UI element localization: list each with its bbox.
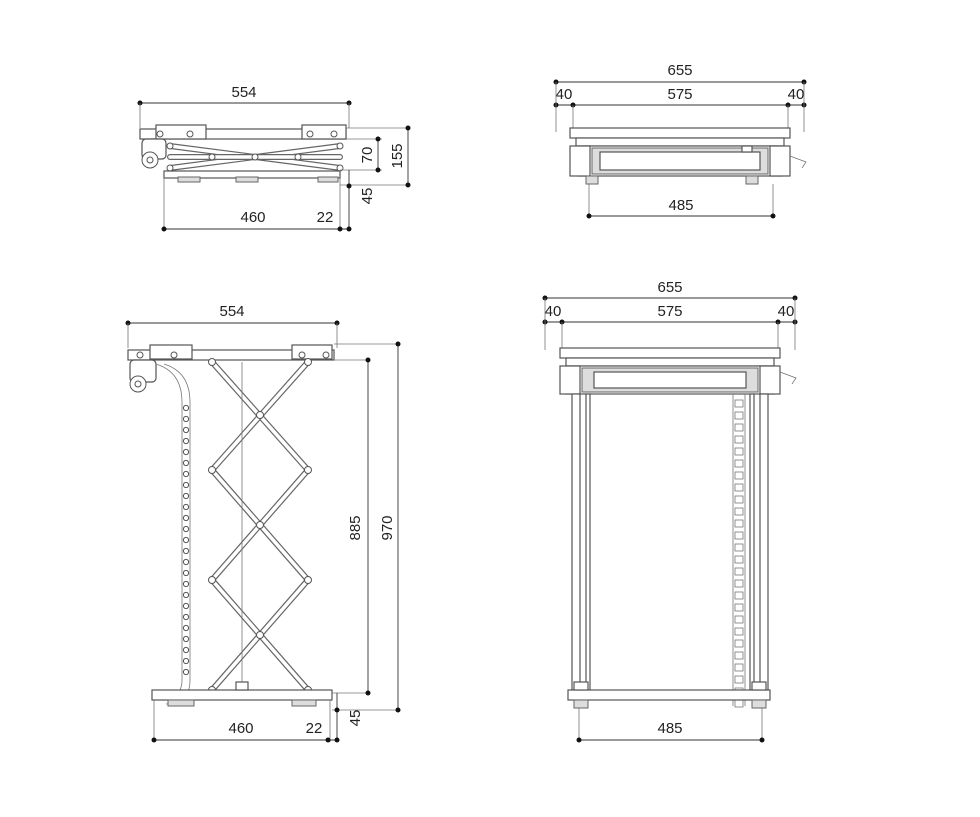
dim-655-bottom: 655	[657, 279, 682, 296]
dim-970: 970	[379, 515, 396, 540]
dim-575-bottom: 575	[657, 303, 682, 320]
dim-22-bottom: 22	[306, 720, 323, 737]
dim-885: 885	[347, 515, 364, 540]
cable-chain-links	[182, 404, 190, 676]
dim-485-bottom: 485	[657, 720, 682, 737]
dim-155: 155	[389, 143, 406, 168]
dim-460-bottom: 460	[228, 720, 253, 737]
dim-554-top: 554	[231, 84, 256, 101]
dim-485-top: 485	[668, 197, 693, 214]
dim-40-left-bottom: 40	[545, 303, 562, 320]
dim-554-bottom: 554	[219, 303, 244, 320]
front-extended-view: 655 40 575 40	[542, 279, 798, 743]
dim-45-bottom: 45	[347, 710, 364, 727]
front-cable-chain	[734, 399, 744, 708]
dim-40-right-bottom: 40	[778, 303, 795, 320]
dim-575-top: 575	[667, 86, 692, 103]
dim-22-top: 22	[317, 209, 334, 226]
dim-45-top: 45	[359, 188, 376, 205]
dim-70: 70	[359, 147, 376, 164]
dim-40-left-top: 40	[556, 86, 573, 103]
dim-655-top: 655	[667, 62, 692, 79]
front-retracted-view: 655 40 575 40 485	[553, 62, 807, 219]
dim-460-top: 460	[240, 209, 265, 226]
side-extended-view: 554	[125, 303, 401, 743]
side-retracted-view: 554 70 155	[137, 84, 411, 232]
dim-40-right-top: 40	[788, 86, 805, 103]
